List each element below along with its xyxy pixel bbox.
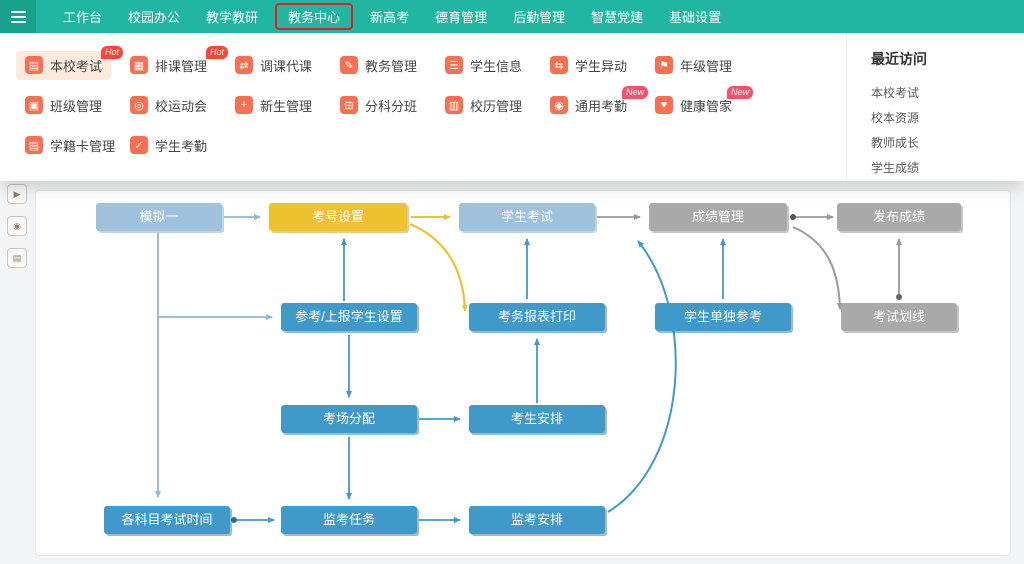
node-examinee-arrangement[interactable]: 考生安排 <box>469 405 605 433</box>
menu-item-sports-meet[interactable]: ◎ 校运动会 <box>121 91 216 120</box>
node-publish-scores[interactable]: 发布成绩 <box>837 203 961 231</box>
node-score-management[interactable]: 成绩管理 <box>649 203 787 231</box>
menu-item-school-calendar[interactable]: ▥ 校历管理 <box>436 91 531 120</box>
nav-item-campus-office[interactable]: 校园办公 <box>128 10 181 25</box>
arrow-invigarrange-curve-up <box>607 240 677 513</box>
sports-icon: ◎ <box>130 96 148 114</box>
student-info-icon: ☰ <box>445 56 463 74</box>
flow-arrows <box>155 214 902 523</box>
recent-item-teacher-growth[interactable]: 教师成长 <box>871 136 920 150</box>
node-exam-report-print[interactable]: 考务报表打印 <box>469 303 605 331</box>
top-nav: 工作台 校园办公 教学教研 教务中心 新高考 德育管理 后勤管理 智慧党建 基础… <box>50 3 734 30</box>
course-swap-icon: ⇄ <box>235 56 253 74</box>
node-mock-exam-one[interactable]: 模拟一 <box>96 203 222 231</box>
menu-item-label: 调课代课 <box>260 58 313 74</box>
schedule-icon: ▦ <box>130 56 148 74</box>
menu-item-student-attendance[interactable]: ✓ 学生考勤 <box>121 131 216 160</box>
arrow-scores-curve-to-scoreline <box>792 226 843 310</box>
menu-item-course-scheduling[interactable]: ▦ 排课管理 Hot <box>121 45 229 80</box>
menu-item-grade-management[interactable]: ⚑ 年级管理 <box>646 51 741 80</box>
mini-sidebar: ▶ ◉ ▤ <box>7 184 27 268</box>
node-invigilation-arrangement[interactable]: 监考安排 <box>469 506 605 534</box>
menu-item-label: 学生考勤 <box>155 138 208 154</box>
menu-item-label: 校运动会 <box>155 98 208 114</box>
playlist-icon[interactable]: ▤ <box>7 248 27 268</box>
menu-item-label: 新生管理 <box>260 98 313 114</box>
hamburger-icon <box>10 10 26 23</box>
student-transfer-icon: ⇆ <box>550 56 568 74</box>
video-icon[interactable]: ▶ <box>7 184 27 204</box>
menu-item-label: 学籍卡管理 <box>50 138 116 154</box>
new-badge: New <box>727 85 754 99</box>
menu-toggle-button[interactable] <box>0 0 36 33</box>
nav-item-workbench[interactable]: 工作台 <box>63 10 103 25</box>
menu-item-student-info[interactable]: ☰ 学生信息 <box>436 51 531 80</box>
recent-item-school-resources[interactable]: 校本资源 <box>871 111 920 125</box>
node-score-line[interactable]: 考试划线 <box>841 303 957 331</box>
health-heart-icon: ♥ <box>655 96 673 114</box>
recent-visits-panel: 最近访问 本校考试 校本资源 教师成长 学生成绩 <box>846 33 1024 181</box>
menu-item-class-management[interactable]: ▣ 班级管理 <box>16 91 111 120</box>
menu-item-student-record-card[interactable]: ▤ 学籍卡管理 <box>16 131 124 160</box>
recent-item-student-scores[interactable]: 学生成绩 <box>871 161 920 175</box>
node-exam-number-setup[interactable]: 考号设置 <box>269 203 407 231</box>
top-nav-bar: 工作台 校园办公 教学教研 教务中心 新高考 德育管理 后勤管理 智慧党建 基础… <box>0 0 1024 33</box>
junction-dot-subjecttimes <box>231 517 237 523</box>
arrow-examno-curve-to-reportprint <box>409 222 468 312</box>
grade-flag-icon: ⚑ <box>655 56 673 74</box>
nav-item-party-building[interactable]: 智慧党建 <box>591 10 644 25</box>
node-invigilation-tasks[interactable]: 监考任务 <box>281 506 417 534</box>
node-student-exam[interactable]: 学生考试 <box>459 203 595 231</box>
menu-item-class-division[interactable]: ⊞ 分科分班 <box>331 91 426 120</box>
nav-item-moral-education[interactable]: 德育管理 <box>435 10 488 25</box>
mega-menu-dropdown: ▤ 本校考试 Hot ▦ 排课管理 Hot ⇄ 调课代课 ✎ 教务管理 ☰ 学生… <box>0 33 1024 181</box>
menu-item-label: 本校考试 <box>50 58 103 74</box>
menu-item-freshman-management[interactable]: + 新生管理 <box>226 91 321 120</box>
student-record-icon: ▤ <box>25 136 43 154</box>
menu-item-label: 教务管理 <box>365 58 418 74</box>
node-subject-exam-times[interactable]: 各科目考试时间 <box>104 506 230 534</box>
menu-item-course-substitution[interactable]: ⇄ 调课代课 <box>226 51 321 80</box>
node-individual-participation[interactable]: 学生单独参考 <box>655 303 791 331</box>
class-division-icon: ⊞ <box>340 96 358 114</box>
class-icon: ▣ <box>25 96 43 114</box>
node-exam-room-allocation[interactable]: 考场分配 <box>281 405 417 433</box>
nav-item-basic-settings[interactable]: 基础设置 <box>669 10 722 25</box>
freshman-icon: + <box>235 96 253 114</box>
nav-item-academic-center[interactable]: 教务中心 <box>275 3 354 30</box>
menu-item-general-attendance[interactable]: ◉ 通用考勤 New <box>541 85 649 120</box>
nav-item-logistics[interactable]: 后勤管理 <box>513 10 566 25</box>
node-participant-setup[interactable]: 参考/上报学生设置 <box>281 303 417 331</box>
school-exam-icon: ▤ <box>25 56 43 74</box>
menu-item-student-transfer[interactable]: ⇆ 学生异动 <box>541 51 636 80</box>
menu-item-school-exam[interactable]: ▤ 本校考试 Hot <box>16 45 124 80</box>
calendar-icon: ▥ <box>445 96 463 114</box>
exam-flowchart-panel: 模拟一 考号设置 学生考试 成绩管理 发布成绩 参考/上报学生设置 考务报表打印… <box>35 190 1011 556</box>
hot-badge: Hot <box>206 45 229 59</box>
menu-item-label: 学生信息 <box>470 58 523 74</box>
menu-item-label: 分科分班 <box>365 98 418 114</box>
menu-item-label: 年级管理 <box>680 58 733 74</box>
menu-item-label: 校历管理 <box>470 98 523 114</box>
recent-item-school-exam[interactable]: 本校考试 <box>871 86 920 100</box>
student-attendance-icon: ✓ <box>130 136 148 154</box>
nav-item-new-gaokao[interactable]: 新高考 <box>370 10 410 25</box>
menu-item-health-manager[interactable]: ♥ 健康管家 New <box>646 85 754 120</box>
mega-menu-grid: ▤ 本校考试 Hot ▦ 排课管理 Hot ⇄ 调课代课 ✎ 教务管理 ☰ 学生… <box>16 45 754 165</box>
recent-visits-title: 最近访问 <box>871 51 927 67</box>
attendance-pin-icon: ◉ <box>550 96 568 114</box>
menu-item-label: 通用考勤 <box>575 98 628 114</box>
live-icon[interactable]: ◉ <box>7 216 27 236</box>
menu-item-label: 排课管理 <box>155 58 208 74</box>
junction-dot-scores <box>790 214 796 220</box>
menu-item-label: 学生异动 <box>575 58 628 74</box>
menu-item-academic-affairs[interactable]: ✎ 教务管理 <box>331 51 426 80</box>
menu-item-label: 班级管理 <box>50 98 103 114</box>
academic-affairs-icon: ✎ <box>340 56 358 74</box>
new-badge: New <box>622 85 649 99</box>
hot-badge: Hot <box>101 45 124 59</box>
menu-item-label: 健康管家 <box>680 98 733 114</box>
nav-item-teaching-research[interactable]: 教学教研 <box>206 10 259 25</box>
junction-dot-scoreline <box>896 294 902 300</box>
